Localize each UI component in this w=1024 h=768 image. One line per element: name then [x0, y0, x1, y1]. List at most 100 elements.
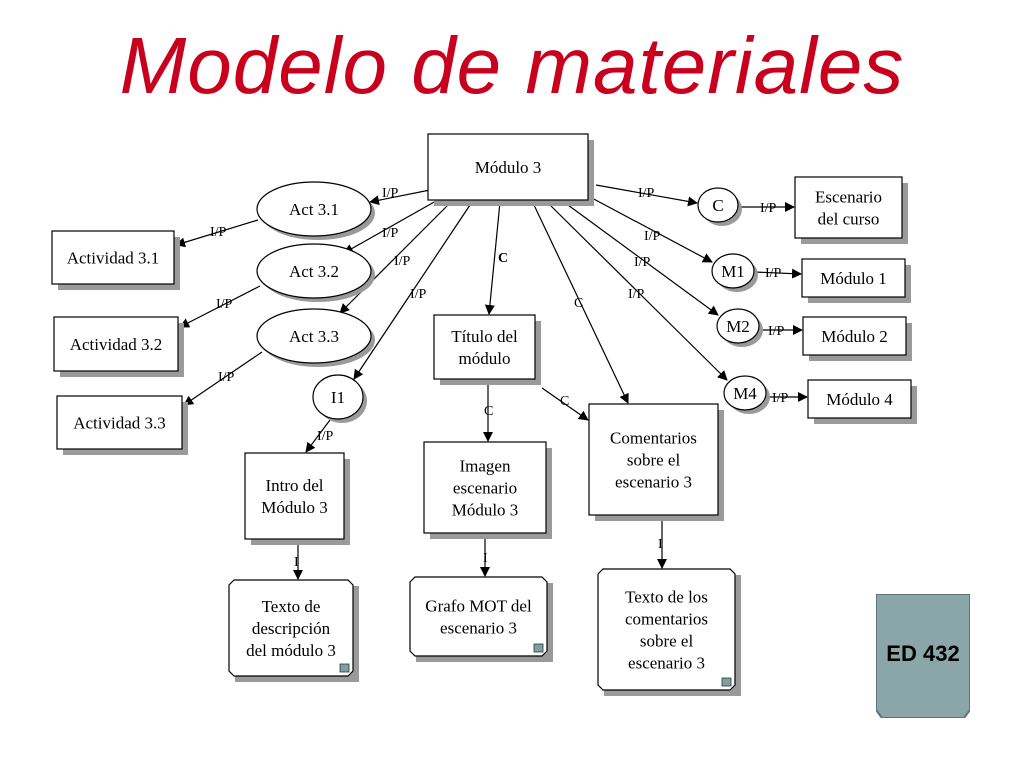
node-label: Módulo 4: [826, 390, 893, 409]
node-act31: Act 3.1: [256, 181, 375, 240]
link-label: I: [483, 551, 488, 566]
link-label: I/P: [772, 391, 789, 406]
node-label: Título del: [451, 327, 518, 346]
link-m4-modulo4: I/P: [768, 391, 808, 406]
link-label: I/P: [768, 324, 785, 339]
link-label: I: [294, 555, 299, 570]
link-m3-i1: I/P: [353, 201, 473, 380]
link-label: I/P: [644, 229, 661, 244]
node-label: Act 3.1: [289, 200, 339, 219]
node-m2: M2: [716, 308, 763, 347]
link-label: I/P: [760, 201, 777, 216]
node-label: sobre el: [627, 451, 681, 470]
link-label: C: [560, 394, 569, 409]
node-comentarios: Comentarios sobre el escenario 3: [588, 403, 724, 521]
link-label: I/P: [634, 255, 651, 270]
node-titulo: Título del módulo: [433, 314, 541, 385]
node-label: del curso: [818, 210, 880, 229]
node-label: Escenario: [815, 188, 882, 207]
link-label: I/P: [218, 370, 235, 385]
node-textoDesc: Texto de descripción del módulo 3: [228, 579, 359, 682]
node-label: I1: [331, 388, 345, 407]
link-i1-intro: I/P: [305, 419, 334, 453]
ed-432-badge: ED 432: [875, 593, 971, 719]
link-act32-actividad32: I/P: [179, 285, 261, 328]
node-escenario: Escenario del curso: [794, 176, 908, 244]
link-label: I: [658, 537, 663, 552]
node-label: Actividad 3.3: [73, 414, 166, 433]
node-actividad33: Actividad 3.3: [56, 395, 188, 455]
node-label: Módulo 2: [821, 327, 888, 346]
link-label: I/P: [394, 254, 411, 269]
link-label: I/P: [765, 266, 782, 281]
node-label: Imagen: [460, 457, 511, 476]
node-actividad32: Actividad 3.2: [53, 316, 184, 377]
link-m2-modulo2: I/P: [760, 324, 803, 339]
node-i1: I1: [312, 374, 367, 423]
node-label: Módulo 1: [820, 269, 887, 288]
link-label: C: [574, 296, 583, 311]
link-titulo-imagen: C: [483, 382, 493, 442]
node-label: Act 3.2: [289, 262, 339, 281]
link-m3-comentarios: C: [533, 204, 629, 404]
node-label: Módulo 3: [261, 498, 328, 517]
node-actividad31: Actividad 3.1: [51, 230, 180, 290]
link-m1-modulo1: I/P: [754, 266, 802, 281]
node-label: Texto de: [262, 597, 321, 616]
node-label: escenario 3: [615, 473, 692, 492]
node-label: M2: [726, 317, 750, 336]
document-icon: [721, 677, 732, 687]
link-c-escenario: I/P: [740, 201, 795, 216]
link-titulo-comentarios: C: [541, 387, 589, 421]
link-m3-m2: I/P: [567, 204, 719, 316]
link-imagen-grafo: I: [480, 536, 490, 577]
link-m3-m1: I/P: [589, 196, 713, 263]
link-label: I/P: [317, 429, 334, 444]
node-label: Actividad 3.1: [67, 249, 160, 268]
node-label: Texto de los: [625, 588, 708, 607]
node-label: descripción: [252, 619, 331, 638]
node-label: Módulo 3: [475, 158, 542, 177]
node-act33: Act 3.3: [256, 308, 375, 367]
link-m3-titulo: C: [484, 201, 508, 315]
link-m3-act31: I/P: [369, 186, 431, 206]
node-modulo1: Módulo 1: [801, 258, 911, 303]
node-label: Act 3.3: [289, 327, 339, 346]
node-act32: Act 3.2: [256, 243, 375, 302]
link-label: I/P: [382, 226, 399, 241]
link-act31-actividad31: I/P: [175, 219, 259, 248]
node-label: C: [712, 196, 723, 215]
node-label: escenario: [453, 479, 517, 498]
node-m1: M1: [711, 253, 758, 292]
node-c: C: [697, 187, 742, 226]
link-intro-textoDesc: I: [293, 542, 303, 580]
node-label: Módulo 3: [452, 501, 519, 520]
node-label: M4: [733, 384, 757, 403]
node-m4: M4: [723, 375, 770, 414]
node-label: Intro del: [265, 476, 323, 495]
document-icon: [339, 663, 350, 673]
node-label: escenario 3: [628, 654, 705, 673]
link-label: C: [484, 404, 493, 419]
node-label: M1: [721, 262, 745, 281]
link-label: I/P: [628, 287, 645, 302]
node-modulo3: Módulo 3: [427, 133, 594, 206]
node-label: del módulo 3: [246, 641, 336, 660]
page-title: Modelo de materiales: [119, 21, 905, 110]
node-label: Actividad 3.2: [70, 335, 163, 354]
node-label: Grafo MOT del: [425, 597, 532, 616]
badge-text: ED 432: [886, 641, 959, 666]
link-label: C: [498, 251, 508, 266]
link-m3-m4: I/P: [549, 204, 728, 381]
document-icon: [533, 643, 544, 653]
node-label: módulo: [459, 349, 511, 368]
link-label: I/P: [216, 297, 233, 312]
link-label: I/P: [210, 225, 227, 240]
link-m3-c: I/P: [595, 184, 698, 207]
link-m3-act32: I/P: [343, 200, 437, 254]
node-label: Comentarios: [610, 429, 697, 448]
